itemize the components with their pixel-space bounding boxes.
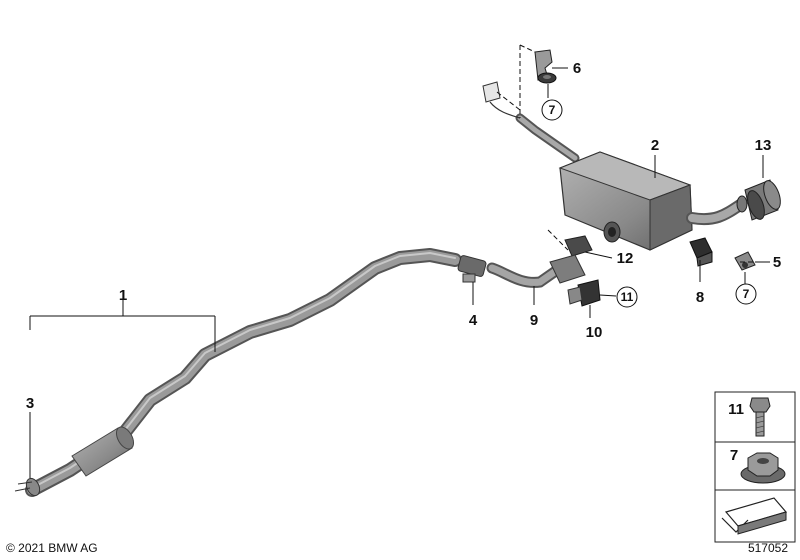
diagram-number: 517052 <box>747 541 788 555</box>
callout-9: 9 <box>530 312 538 329</box>
callout-10: 10 <box>586 324 603 341</box>
circled-callout-7-bottom: 7 <box>735 283 757 305</box>
hanger-bracket-5 <box>734 251 756 271</box>
legend-label-7: 7 <box>730 447 738 464</box>
callout-13: 13 <box>755 137 772 154</box>
sensor-connector <box>482 81 521 119</box>
callout-3: 3 <box>26 395 34 412</box>
callout-7-top: 7 <box>549 103 556 117</box>
callout-1: 1 <box>119 287 127 304</box>
hanger-bracket-10 <box>567 279 601 307</box>
leader-lines <box>29 67 770 478</box>
callout-11: 11 <box>621 290 634 304</box>
callout-6: 6 <box>573 60 581 77</box>
catalytic-converter <box>71 426 135 477</box>
circled-callout-11: 11 <box>616 286 638 308</box>
hanger-bracket-6 <box>534 49 557 84</box>
tailpipe-trim-13 <box>744 179 781 221</box>
bolt-icon <box>749 397 771 437</box>
front-exhaust-pipe <box>14 248 462 497</box>
callout-5: 5 <box>773 254 781 271</box>
direction-arrow-icon <box>721 497 788 535</box>
callout-7-bottom: 7 <box>743 287 750 301</box>
copyright-notice: © 2021 BMW AG <box>6 541 98 555</box>
callout-4: 4 <box>469 312 478 329</box>
callout-8: 8 <box>696 289 704 306</box>
circled-callout-7-top: 7 <box>541 99 563 121</box>
callout-2: 2 <box>651 137 659 154</box>
connection-clamp-12 <box>549 235 593 284</box>
intermediate-pipe-9 <box>486 262 566 288</box>
rear-silencer <box>515 113 748 251</box>
dashed-assembly-lines <box>496 44 760 263</box>
flange-nut-icon <box>740 452 786 484</box>
pipe-clamp-4 <box>457 255 487 283</box>
legend-label-11: 11 <box>728 401 744 418</box>
front-flange <box>14 477 41 497</box>
callout-12: 12 <box>617 250 634 267</box>
rubber-mount-8 <box>689 237 713 267</box>
parts-legend: 11 7 <box>714 391 796 543</box>
